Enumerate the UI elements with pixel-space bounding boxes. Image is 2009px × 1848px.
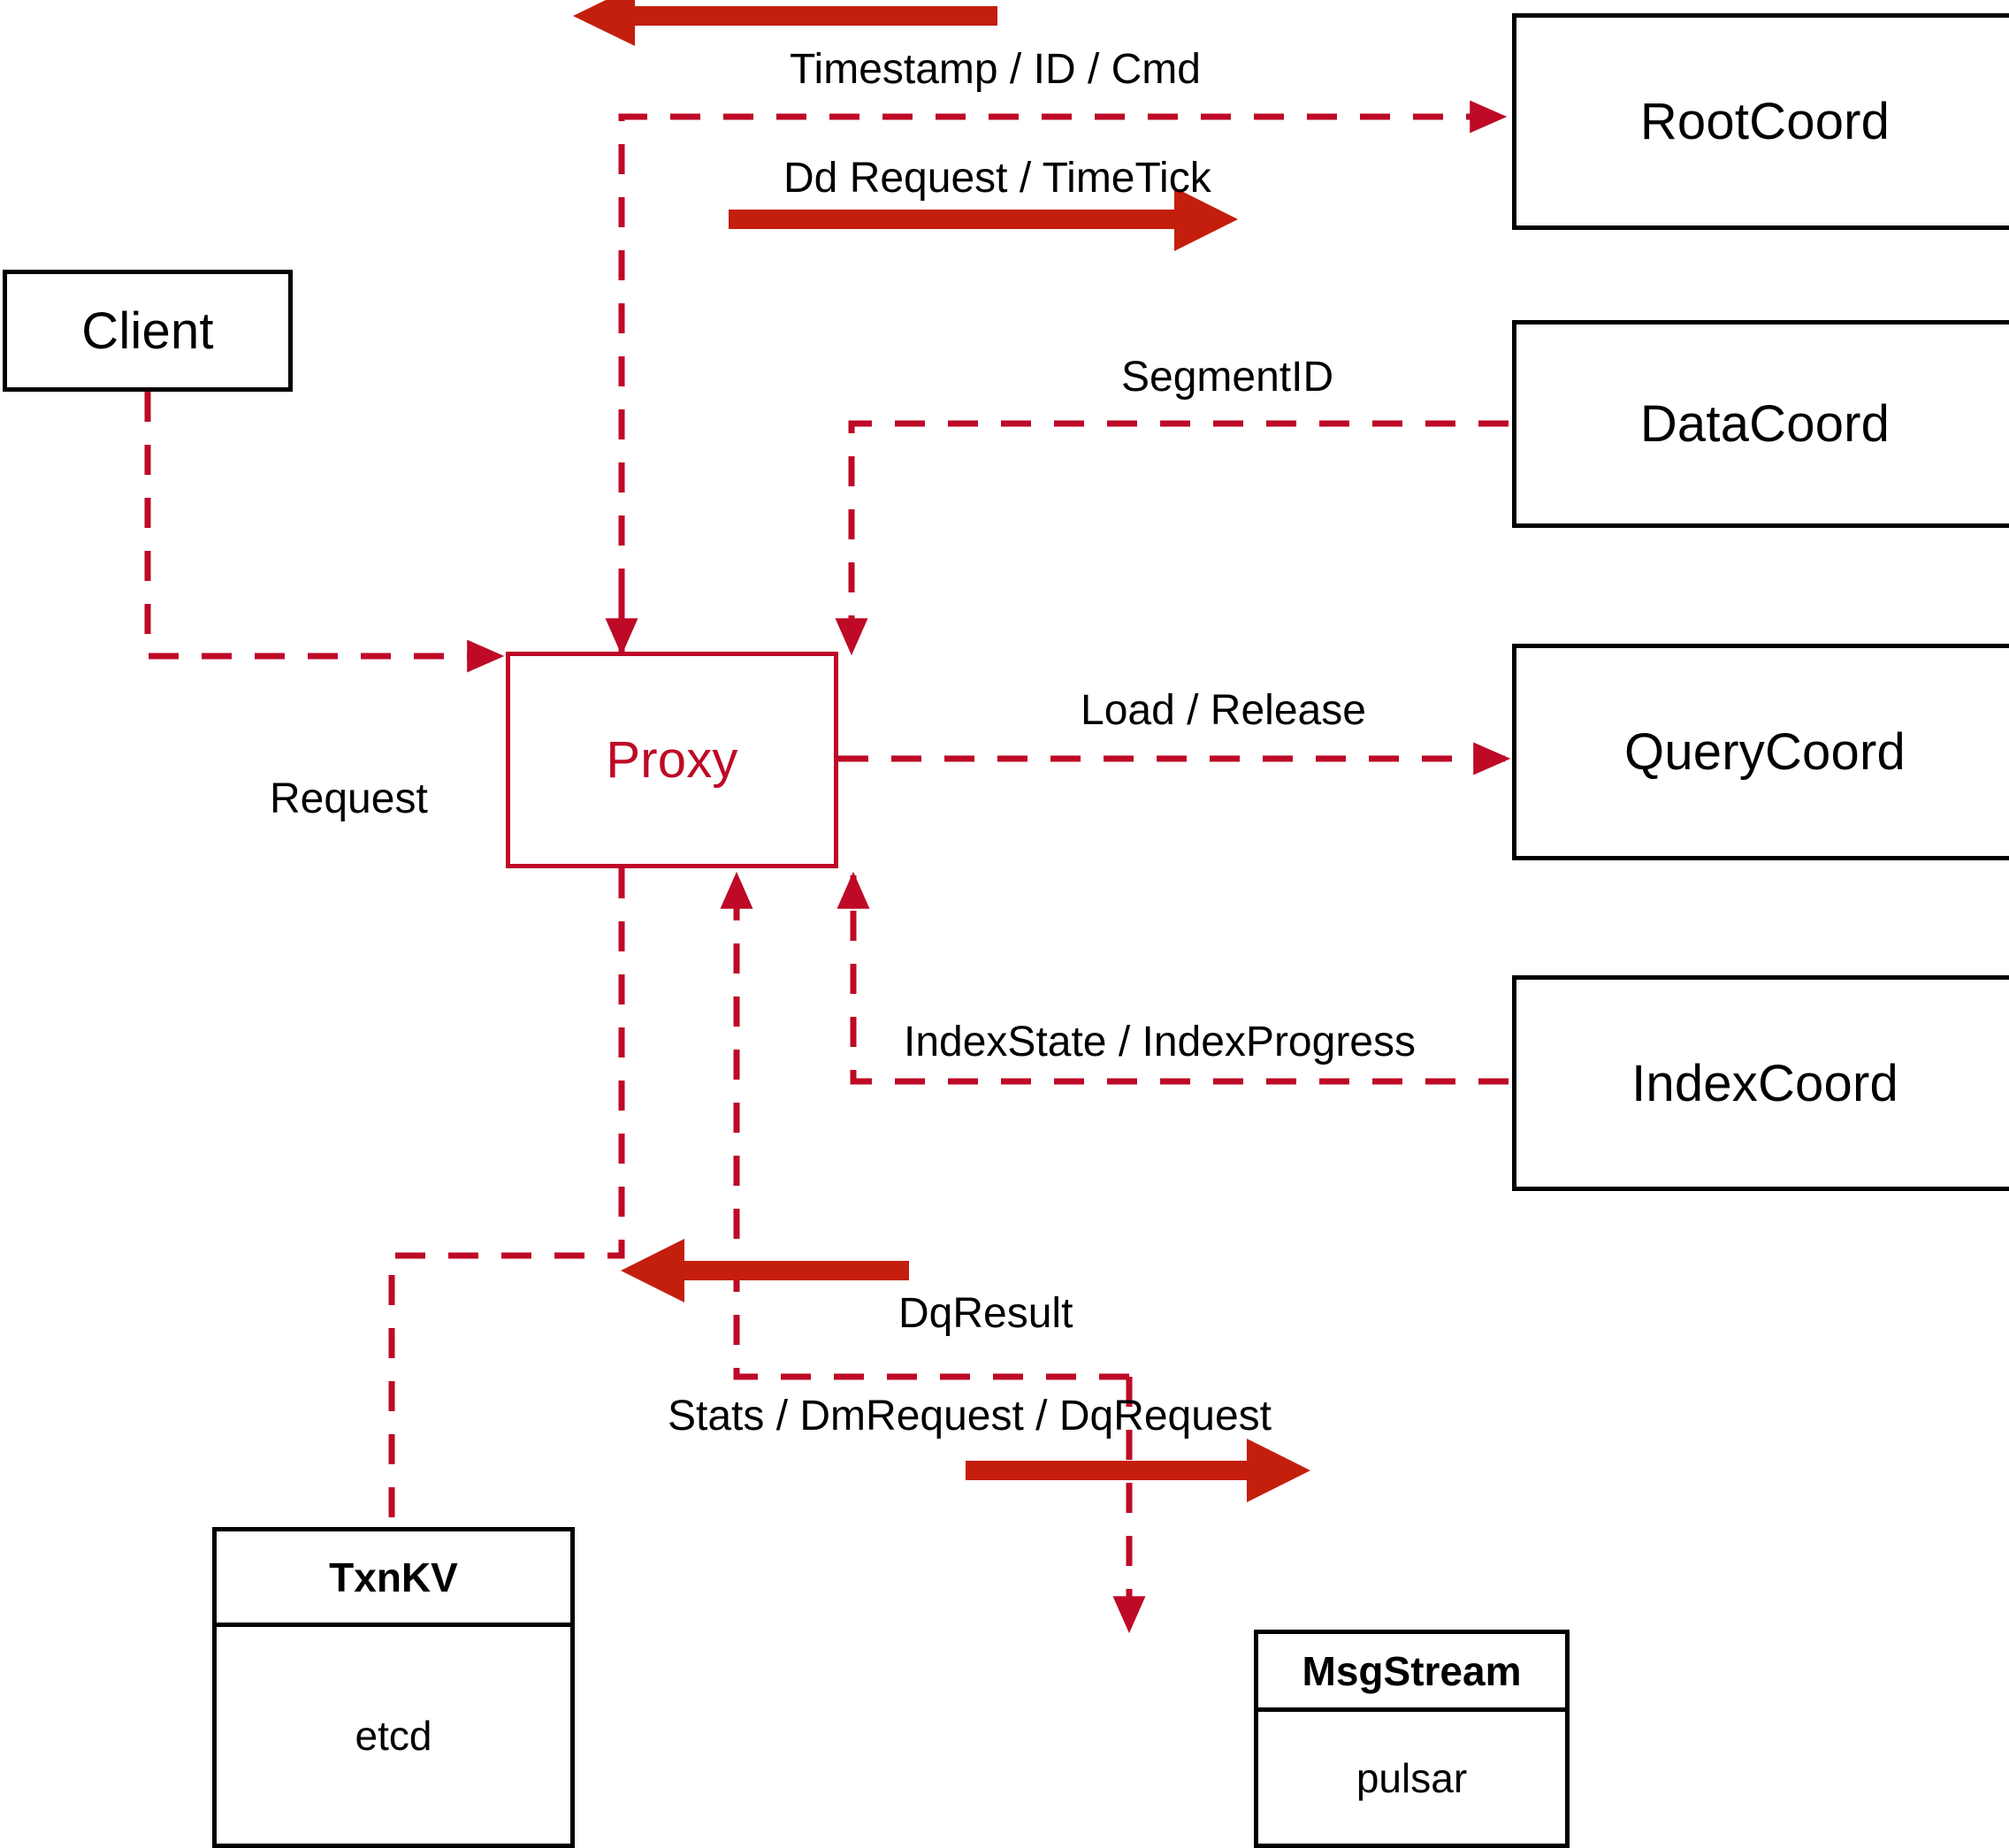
node-proxy-label: Proxy <box>606 731 738 789</box>
edge-label-stats-dmrequest-dqrequest: Stats / DmRequest / DqRequest <box>668 1393 1272 1439</box>
node-client-label: Client <box>81 302 214 360</box>
edge-label-indexstate-indexprogress: IndexState / IndexProgress <box>904 1019 1416 1065</box>
direction-arrow-timestamp-left <box>573 0 997 46</box>
edge-label-segmentid: SegmentID <box>1121 354 1334 401</box>
node-indexcoord-label: IndexCoord <box>1631 1054 1898 1112</box>
edge-msgstream-to-proxy <box>720 871 1129 1380</box>
node-rootcoord-label: RootCoord <box>1639 93 1891 150</box>
direction-arrow-dqresult-left <box>621 1239 909 1302</box>
node-client[interactable]: Client <box>3 270 293 392</box>
edge-proxy-to-rootcoord <box>618 100 1508 652</box>
node-msgstream[interactable]: MsgStream pulsar <box>1254 1630 1570 1848</box>
edge-label-dd-request-timetick: Dd Request / TimeTick <box>783 155 1211 202</box>
edge-proxy-to-txnkv <box>388 868 625 1527</box>
node-querycoord[interactable]: QueryCoord <box>1512 644 2009 860</box>
node-txnkv-header: TxnKV <box>217 1531 570 1627</box>
edge-label-request: Request <box>270 775 428 822</box>
node-proxy[interactable]: Proxy <box>506 652 838 868</box>
edge-datacoord-to-proxy <box>835 420 1509 656</box>
direction-arrow-stats-right <box>966 1439 1310 1502</box>
direction-arrow-ddrequest-right <box>729 187 1238 251</box>
edge-label-timestamp-id-cmd: Timestamp / ID / Cmd <box>790 46 1201 93</box>
edge-label-dqresult: DqResult <box>898 1290 1073 1337</box>
node-msgstream-title: MsgStream <box>1302 1647 1522 1694</box>
node-txnkv[interactable]: TxnKV etcd <box>212 1527 575 1848</box>
node-txnkv-impl: etcd <box>355 1712 432 1759</box>
node-msgstream-header: MsgStream <box>1258 1634 1565 1712</box>
node-querycoord-label: QueryCoord <box>1624 723 1906 781</box>
node-msgstream-impl: pulsar <box>1356 1754 1468 1801</box>
node-txnkv-body: etcd <box>217 1627 570 1844</box>
node-datacoord[interactable]: DataCoord <box>1512 320 2009 528</box>
node-indexcoord[interactable]: IndexCoord <box>1512 975 2009 1191</box>
edge-label-load-release: Load / Release <box>1081 687 1366 734</box>
node-msgstream-body: pulsar <box>1258 1712 1565 1844</box>
edge-client-to-proxy <box>144 392 505 673</box>
edge-indexcoord-to-proxy <box>836 871 1509 1085</box>
node-datacoord-label: DataCoord <box>1639 395 1891 453</box>
node-rootcoord[interactable]: RootCoord <box>1512 13 2009 230</box>
node-txnkv-title: TxnKV <box>329 1554 458 1600</box>
